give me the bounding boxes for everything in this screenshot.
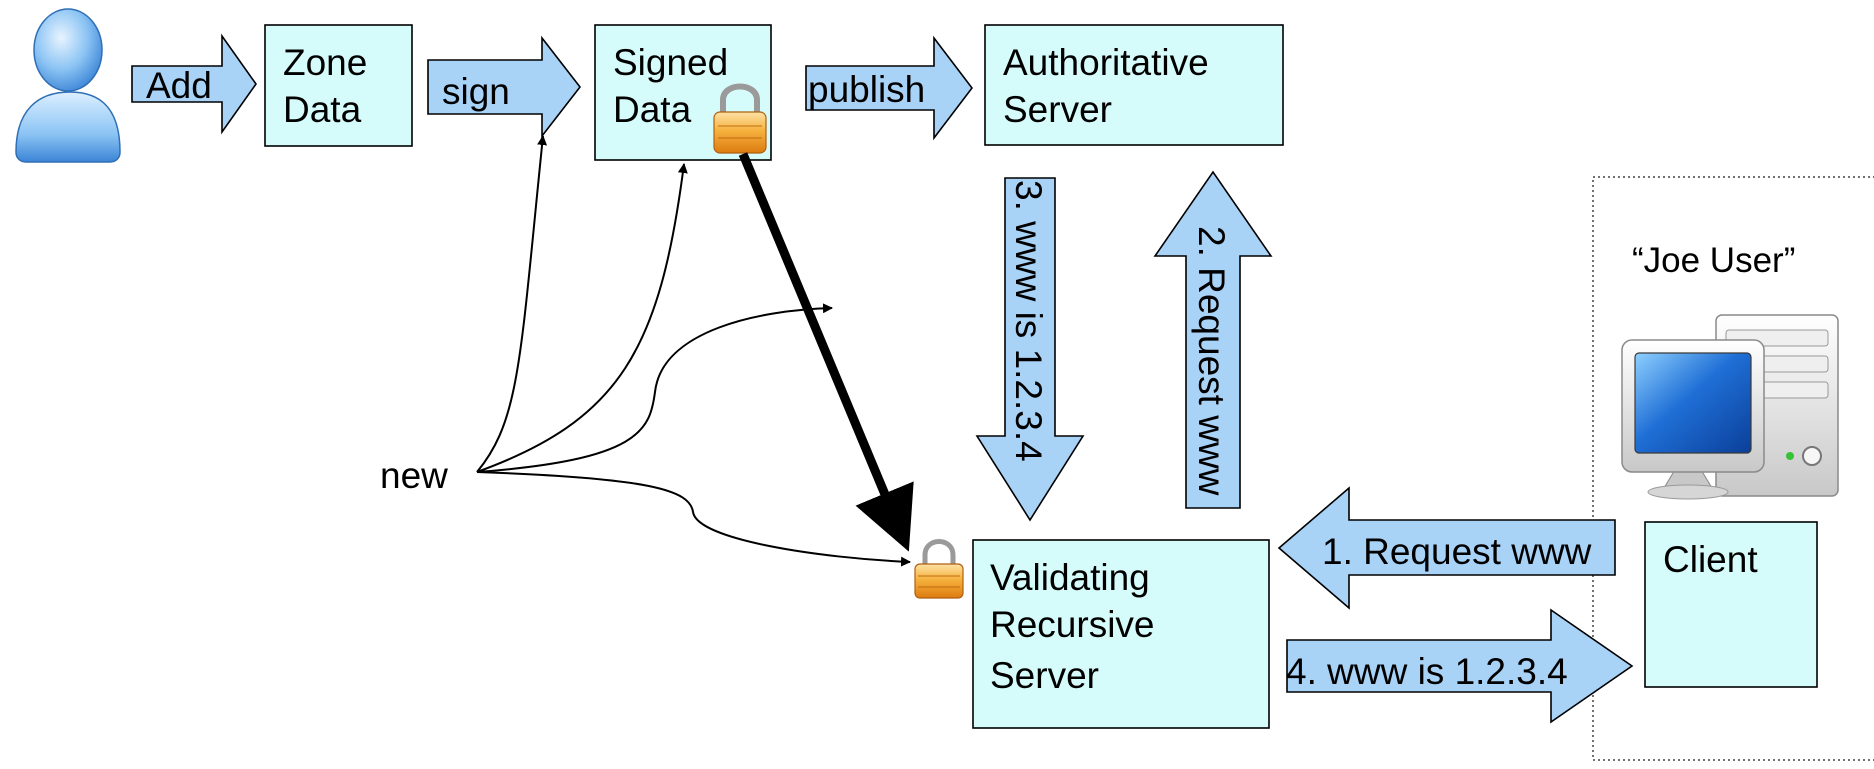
new-label: new xyxy=(380,455,448,496)
zone-data-label-line2: Data xyxy=(283,89,362,130)
add-arrow: Add xyxy=(131,33,257,135)
add-arrow-label: Add xyxy=(146,65,212,106)
sign-arrow: sign xyxy=(427,35,582,139)
validating-server-label-line1: Validating xyxy=(990,557,1150,598)
computer-icon xyxy=(1621,314,1839,500)
step3-response-arrow: 3. www is 1.2.3.4 xyxy=(975,177,1085,522)
client-label: Client xyxy=(1663,539,1758,580)
step2-request-label: 2. Request www xyxy=(1191,226,1232,496)
authoritative-server-box: Authoritative Server xyxy=(984,24,1284,146)
joe-user-region: “Joe User” xyxy=(1592,176,1874,761)
signed-data-label-line1: Signed xyxy=(613,42,728,83)
validating-server-label-line2: Recursive xyxy=(990,604,1155,645)
step1-request-label: 1. Request www xyxy=(1322,531,1592,572)
lock-icon xyxy=(713,83,767,154)
step3-response-label: 3. www is 1.2.3.4 xyxy=(1008,180,1049,462)
step1-request-arrow: 1. Request www xyxy=(1277,486,1616,610)
client-box: Client xyxy=(1644,521,1818,688)
authoritative-server-label-line1: Authoritative xyxy=(1003,42,1209,83)
publish-arrow: publish xyxy=(805,35,974,141)
authoritative-server-label-line2: Server xyxy=(1003,89,1112,130)
lock-icon xyxy=(914,539,964,599)
step4-response-label: 4. www is 1.2.3.4 xyxy=(1286,651,1568,692)
zone-data-label-line1: Zone xyxy=(283,42,367,83)
publish-arrow-label: publish xyxy=(808,69,925,110)
zone-data-box: Zone Data xyxy=(264,24,413,147)
step4-response-arrow: 4. www is 1.2.3.4 xyxy=(1286,608,1634,724)
sign-arrow-label: sign xyxy=(442,71,510,112)
signed-data-to-validator-line xyxy=(738,152,914,552)
signed-data-label-line2: Data xyxy=(613,89,692,130)
validating-recursive-server-box: Validating Recursive Server xyxy=(972,539,1270,729)
joe-user-label: “Joe User” xyxy=(1632,241,1795,280)
step2-request-arrow: 2. Request www xyxy=(1153,170,1273,509)
user-icon xyxy=(15,8,121,163)
signed-data-box: Signed Data xyxy=(594,24,772,161)
new-curves xyxy=(476,135,911,567)
validating-server-label-line3: Server xyxy=(990,655,1099,696)
